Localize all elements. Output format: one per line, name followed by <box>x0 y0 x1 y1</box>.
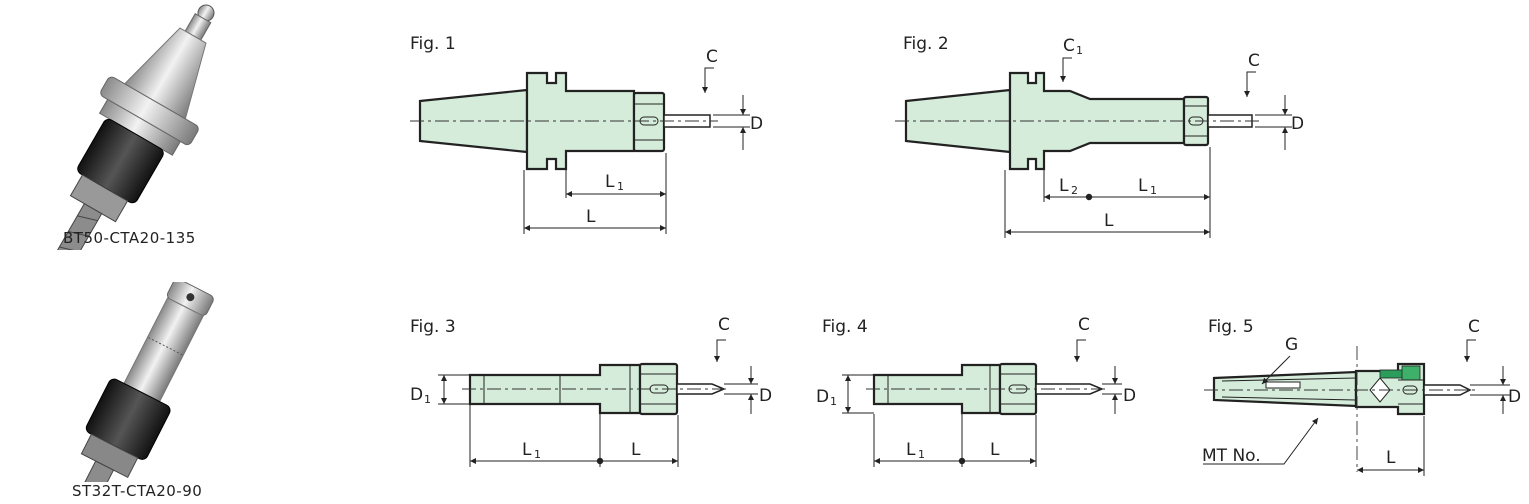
photo-caption-bt50: BT50-CTA20-135 <box>63 229 196 247</box>
fig2-label-c1-sub: 1 <box>1076 44 1083 57</box>
fig3-label-l: L <box>631 440 641 460</box>
fig3-title: Fig. 3 <box>410 317 456 337</box>
fig2-label-l1: L <box>1138 176 1148 196</box>
fig2-title: Fig. 2 <box>903 34 949 54</box>
fig5-label-g: G <box>1285 335 1298 355</box>
fig3-label-l1: L <box>522 440 532 460</box>
fig1-label-d: D <box>750 114 763 134</box>
fig5-label-d: D <box>1508 387 1521 407</box>
fig1-title: Fig. 1 <box>410 34 456 54</box>
fig3-label-d1-sub: 1 <box>424 393 431 406</box>
photo-st32t-holder <box>75 282 214 482</box>
fig2-label-c: C <box>1248 51 1260 71</box>
fig4-label-c: C <box>1078 315 1090 335</box>
fig4-label-d1-sub: 1 <box>830 395 837 408</box>
fig2-label-d: D <box>1291 114 1304 134</box>
fig3-label-l1-sub: 1 <box>534 448 541 461</box>
fig3-label-d1: D <box>410 385 423 405</box>
fig4-label-l1: L <box>906 440 916 460</box>
fig5-label-l: L <box>1386 448 1396 468</box>
fig5-label-c: C <box>1468 317 1480 337</box>
fig3-label-c: C <box>718 315 730 335</box>
fig1-label-c: C <box>706 47 718 67</box>
fig4-label-l1-sub: 1 <box>918 448 925 461</box>
fig1-label-l1-sub: 1 <box>617 180 624 193</box>
photo-caption-st32t: ST32T-CTA20-90 <box>72 482 203 500</box>
photo-bt50-holder <box>48 4 215 250</box>
fig2-label-l1-sub: 1 <box>1150 184 1157 197</box>
figure-2: Fig. 2 C 1 C D <box>895 34 1304 238</box>
fig1-label-l: L <box>586 207 596 227</box>
fig5-title: Fig. 5 <box>1208 317 1254 337</box>
fig2-label-l2: L <box>1059 176 1069 196</box>
figure-4: Fig. 4 C D D 1 <box>816 315 1136 467</box>
figure-3: Fig. 3 C D D 1 <box>410 315 772 467</box>
fig2-label-l: L <box>1104 211 1114 231</box>
fig3-label-d: D <box>759 386 772 406</box>
fig4-label-d1: D <box>816 387 829 407</box>
fig4-label-l: L <box>990 440 1000 460</box>
fig4-label-d: D <box>1123 386 1136 406</box>
fig1-label-l1: L <box>605 172 615 192</box>
figure-5: Fig. 5 G C <box>1202 317 1521 476</box>
fig5-label-mt: MT No. <box>1202 446 1261 466</box>
figure-1: Fig. 1 C D <box>410 34 763 234</box>
fig2-label-c1: C <box>1063 36 1075 56</box>
fig2-label-l2-sub: 2 <box>1071 184 1078 197</box>
fig4-title: Fig. 4 <box>822 317 868 337</box>
